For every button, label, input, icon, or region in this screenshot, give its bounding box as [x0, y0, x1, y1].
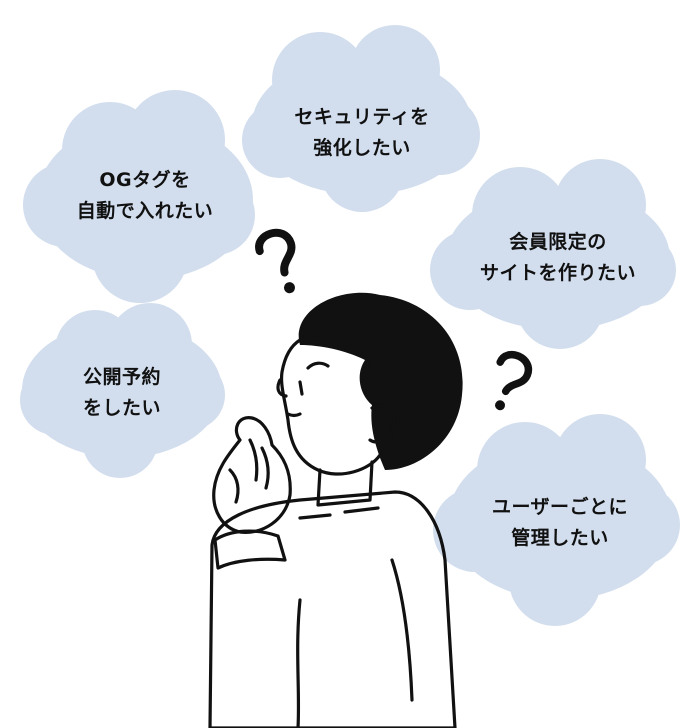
- cloud-shape: [433, 414, 680, 626]
- bubble-line-1: セキュリティを: [294, 106, 429, 128]
- cloud-shape: [20, 303, 225, 478]
- bubble-line-2: 管理したい: [511, 526, 609, 549]
- thought-bubble-og-tags: OGタグを 自動で入れたい: [23, 90, 255, 303]
- cloud-shape: [430, 159, 676, 349]
- thought-bubble-members-site: 会員限定の サイトを作りたい: [430, 159, 676, 349]
- bubble-line-2: 自動で入れたい: [77, 199, 214, 222]
- cloud-shape: [242, 25, 480, 212]
- question-mark-icon: [495, 350, 533, 411]
- thought-bubble-user-management: ユーザーごとに 管理したい: [433, 414, 680, 626]
- bubble-line-1: OGタグを: [99, 168, 190, 191]
- cloud-shape: [23, 90, 255, 303]
- bubble-line-2: をしたい: [83, 397, 161, 419]
- bubble-line-2: 強化したい: [313, 136, 411, 159]
- thinking-person-illustration: [208, 292, 463, 728]
- thought-bubble-scheduled-publish: 公開予約 をしたい: [20, 303, 225, 478]
- bubble-line-1: ユーザーごとに: [492, 495, 628, 518]
- bubble-line-1: 公開予約: [83, 365, 161, 388]
- question-mark-icon: [255, 228, 296, 294]
- thought-bubble-security: セキュリティを 強化したい: [242, 25, 480, 212]
- bubble-line-1: 会員限定の: [509, 230, 607, 253]
- bubble-line-2: サイトを作りたい: [480, 261, 636, 284]
